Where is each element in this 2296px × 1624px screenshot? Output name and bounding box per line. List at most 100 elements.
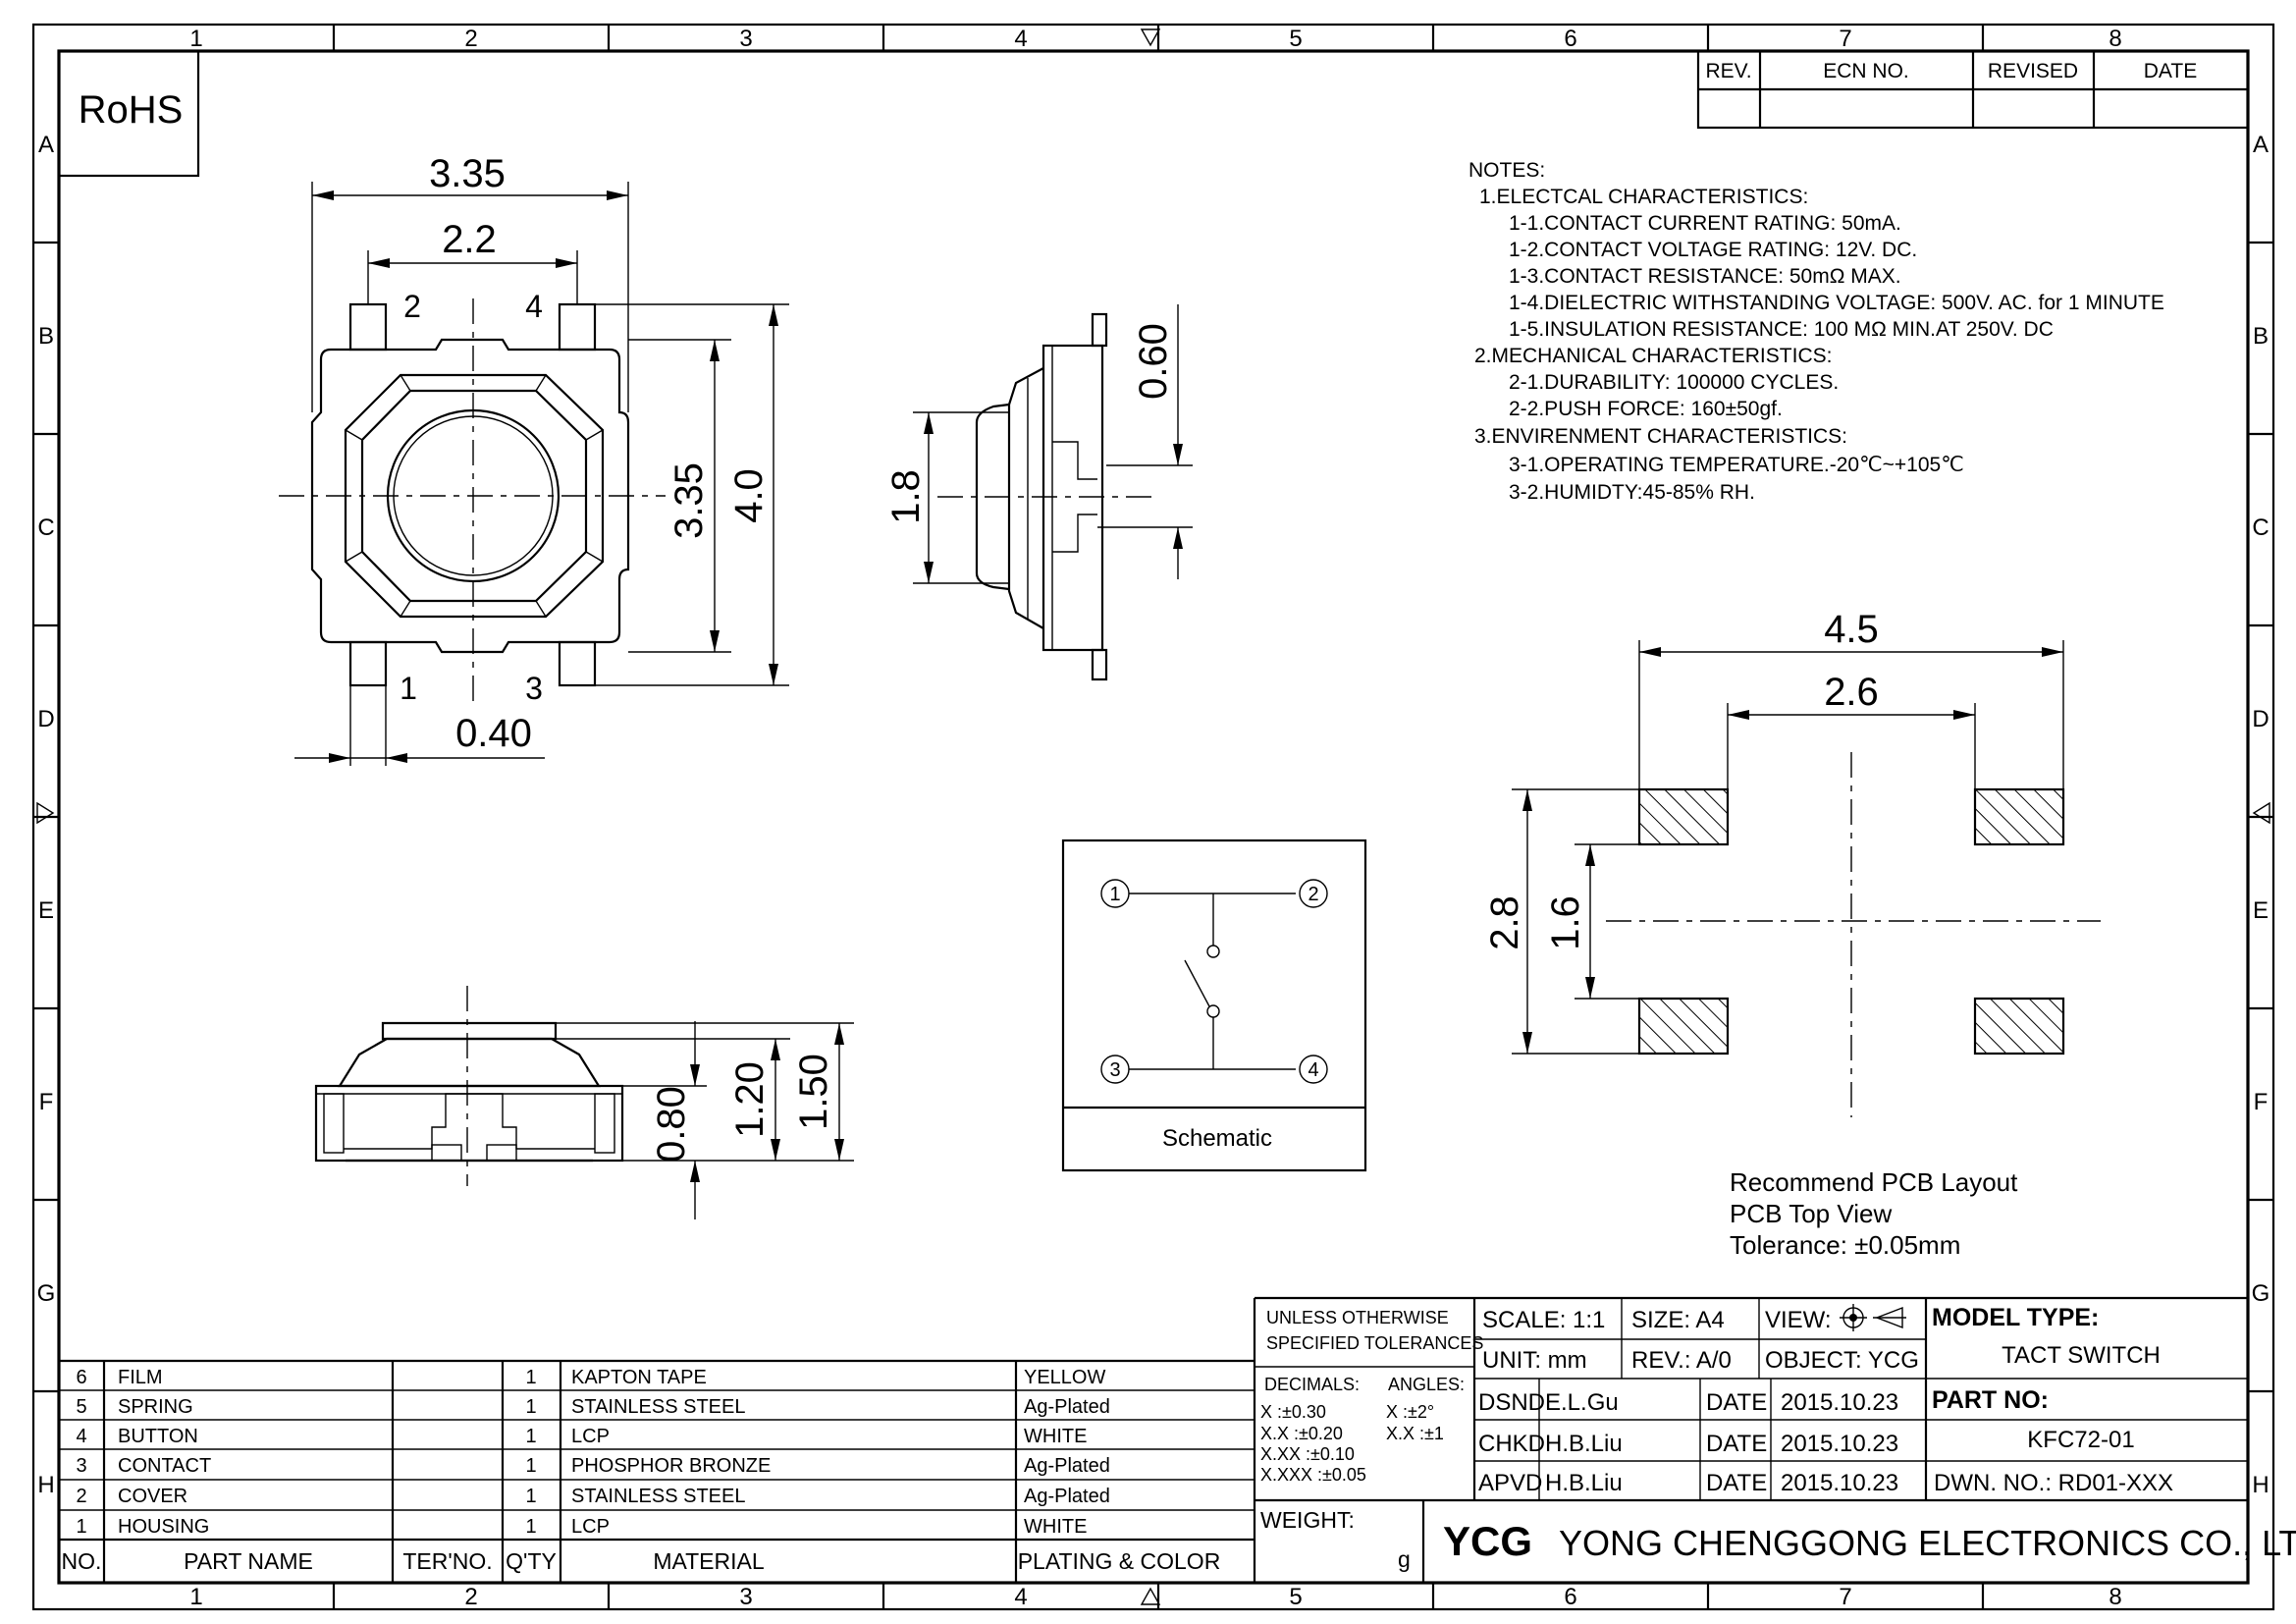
scale: SCALE: 1:1 [1482,1307,1605,1333]
svg-text:Ag-Plated: Ag-Plated [1024,1486,1110,1507]
dim-body: 0.80 [650,1086,693,1163]
table-row: 4 BUTTON 1 LCP WHITE [76,1426,1087,1447]
chkd: H.B.Liu [1545,1431,1623,1457]
svg-text:BUTTON: BUTTON [118,1426,198,1447]
company-name: YONG CHENGGONG ELECTRONICS CO., LTD. [1559,1523,2296,1563]
pad [1973,787,2065,846]
svg-text:Q'TY: Q'TY [506,1548,557,1574]
col-label-top: 4 [1014,26,1027,52]
date-header: DATE [2144,60,2197,82]
svg-text:1: 1 [525,1486,536,1507]
rev: REV.: A/0 [1631,1347,1732,1374]
side-view: 1.8 0.60 [884,304,1193,681]
row-label-right: D [2252,706,2269,732]
svg-text:PHOSPHOR BRONZE: PHOSPHOR BRONZE [571,1455,771,1477]
tol-title: UNLESS OTHERWISE [1266,1308,1449,1327]
dsnd: E.L.Gu [1545,1389,1619,1416]
company-logo: YCG [1443,1518,1532,1564]
top-view: 2 4 1 3 3.35 2.2 3.35 4.0 0.40 [279,152,789,766]
pin-label: 1 [400,671,417,706]
apvd: H.B.Liu [1545,1470,1623,1496]
row-label-left: D [37,706,54,732]
tol-xxxx: X.XXX :±0.05 [1260,1465,1366,1485]
row-label-right: G [2252,1280,2270,1307]
apvd-label: APVD [1478,1470,1542,1496]
dim-button-height: 1.8 [884,469,928,524]
date-label: DATE [1706,1431,1767,1457]
note-line: 3.ENVIRENMENT CHARACTERISTICS: [1474,425,1847,448]
col-label-bottom: 6 [1564,1584,1576,1610]
dim-pin-pitch: 2.2 [442,218,497,261]
revised-header: REVISED [1988,60,2078,82]
pin-4 [558,302,597,352]
dim-pin-width: 0.40 [455,712,532,755]
pcb-caption: PCB Top View [1730,1199,1892,1228]
col-label-top: 8 [2109,26,2121,52]
date-value: 2015.10.23 [1781,1431,1898,1457]
pin-label: 4 [525,289,543,324]
table-row: 3 CONTACT 1 PHOSPHOR BRONZE Ag-Plated [76,1455,1109,1477]
revision-table: REV. ECN NO. REVISED DATE [1696,49,2250,130]
pin-1 [348,640,388,687]
svg-text:PLATING & COLOR: PLATING & COLOR [1018,1548,1221,1574]
schematic: 1 2 3 4 Schematic [1061,839,1367,1172]
col-label-bottom: 2 [464,1584,477,1610]
row-label-right: C [2252,514,2269,541]
angles-label: ANGLES: [1388,1375,1465,1394]
svg-text:1: 1 [525,1396,536,1418]
model-type-label: MODEL TYPE: [1932,1304,2099,1331]
tol-xxx: X.XX :±0.10 [1260,1444,1355,1464]
svg-text:1: 1 [525,1455,536,1477]
svg-text:WHITE: WHITE [1024,1516,1087,1538]
note-line: 3-2.HUMIDTY:45-85% RH. [1509,481,1755,504]
col-label-bottom: 3 [739,1584,752,1610]
part-no: KFC72-01 [2027,1427,2134,1453]
notes: NOTES: 1.ELECTCAL CHARACTERISTICS: 1-1.C… [1468,159,2164,504]
tol-x: X :±0.30 [1260,1402,1326,1422]
col-label-bottom: 8 [2109,1584,2121,1610]
ang-xx: X.X :±1 [1386,1424,1444,1443]
date-label: DATE [1706,1470,1767,1496]
note-line: 2-2.PUSH FORCE: 160±50gf. [1509,398,1783,420]
table-row: 2 COVER 1 STAINLESS STEEL Ag-Plated [76,1486,1109,1507]
svg-text:1: 1 [525,1367,536,1388]
title-block: UNLESS OTHERWISE SPECIFIED TOLERANCES DE… [1255,1296,2296,1583]
dim-cover: 1.20 [728,1061,772,1138]
rev-header: REV. [1705,60,1751,82]
decimals-label: DECIMALS: [1264,1375,1360,1394]
dwn-no: DWN. NO.: RD01-XXX [1934,1470,2173,1496]
dsnd-label: DSND [1478,1389,1545,1416]
tol-title: SPECIFIED TOLERANCES [1266,1333,1483,1353]
date-label: DATE [1706,1389,1767,1416]
note-line: 1-1.CONTACT CURRENT RATING: 50mA. [1509,212,1901,235]
schematic-pin: 3 [1109,1059,1120,1081]
pin-3 [558,640,597,687]
svg-text:LCP: LCP [571,1426,610,1447]
row-label-right: H [2252,1472,2269,1498]
svg-text:3: 3 [76,1455,86,1477]
col-label-bottom: 4 [1014,1584,1027,1610]
svg-text:HOUSING: HOUSING [118,1516,209,1538]
note-line: 1-2.CONTACT VOLTAGE RATING: 12V. DC. [1509,239,1917,261]
chkd-label: CHKD [1478,1431,1545,1457]
dim-inner-height: 3.35 [667,462,711,539]
front-view: 0.80 1.20 1.50 [314,986,854,1219]
part-no-label: PART NO: [1932,1386,2049,1414]
table-row: 5 SPRING 1 STAINLESS STEEL Ag-Plated [76,1396,1109,1418]
unit: UNIT: mm [1482,1347,1587,1374]
dim-height: 4.0 [727,468,771,523]
col-label-top: 7 [1839,26,1851,52]
svg-text:MATERIAL: MATERIAL [653,1548,765,1574]
object: OBJECT: YCG [1765,1347,1919,1374]
sheet-border [31,23,2275,1611]
rohs-box: RoHS [57,49,200,178]
note-line: 1-3.CONTACT RESISTANCE: 50mΩ MAX. [1509,265,1901,288]
pad [1637,787,1730,846]
pcb-caption: Tolerance: ±0.05mm [1730,1230,1960,1260]
svg-text:WHITE: WHITE [1024,1426,1087,1447]
svg-text:4: 4 [76,1426,86,1447]
ang-x: X :±2° [1386,1402,1434,1422]
svg-text:STAINLESS STEEL: STAINLESS STEEL [571,1396,745,1418]
bom-table [59,1298,1256,1585]
note-line: 3-1.OPERATING TEMPERATURE.-20℃~+105℃ [1509,454,1964,476]
